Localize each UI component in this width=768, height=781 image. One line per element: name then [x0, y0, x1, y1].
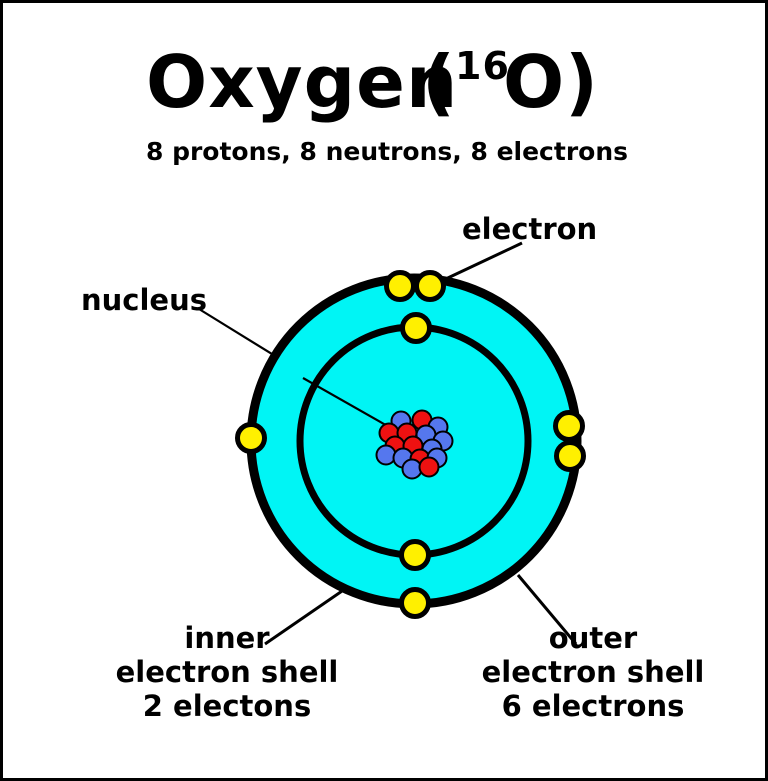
figure-title: Oxygen ( 16 O )	[146, 40, 599, 124]
label-inner-shell-line1: inner	[184, 621, 270, 655]
leader-line-outer-shell	[516, 574, 578, 645]
label-outer-shell-line1: outer	[549, 621, 638, 655]
inner-shell-electrons	[399, 312, 432, 571]
electron	[235, 422, 267, 454]
proton	[418, 456, 440, 478]
atom-diagram: Oxygen ( 16 O ) 8 protons, 8 neutrons, 8…	[81, 40, 705, 723]
label-inner-shell-line2: electron shell	[116, 655, 339, 689]
neutron	[401, 458, 423, 480]
title-mass-number: 16	[455, 44, 510, 88]
label-electron: electron	[462, 212, 597, 246]
label-inner-shell-line3: 2 electons	[143, 689, 311, 723]
electron	[553, 410, 585, 442]
label-outer-shell: outer electron shell 6 electrons	[482, 621, 705, 723]
label-inner-shell: inner electron shell 2 electons	[116, 621, 339, 723]
electron	[414, 270, 446, 302]
neutron	[375, 444, 397, 466]
electron	[400, 312, 432, 344]
electron	[554, 440, 586, 472]
figure-subtitle: 8 protons, 8 neutrons, 8 electrons	[146, 137, 628, 166]
leader-line-electron	[434, 241, 523, 286]
title-paren-open: (	[422, 40, 456, 124]
electron	[384, 270, 416, 302]
title-element-symbol: O	[503, 40, 565, 124]
label-outer-shell-line3: 6 electrons	[502, 689, 685, 723]
title-element-name: Oxygen	[146, 40, 458, 124]
electron	[399, 587, 431, 619]
nucleus	[375, 409, 454, 480]
electron	[399, 539, 431, 571]
label-nucleus: nucleus	[81, 283, 207, 317]
title-paren-close: )	[565, 40, 599, 124]
outer-shell-electrons	[235, 270, 586, 619]
label-outer-shell-line2: electron shell	[482, 655, 705, 689]
